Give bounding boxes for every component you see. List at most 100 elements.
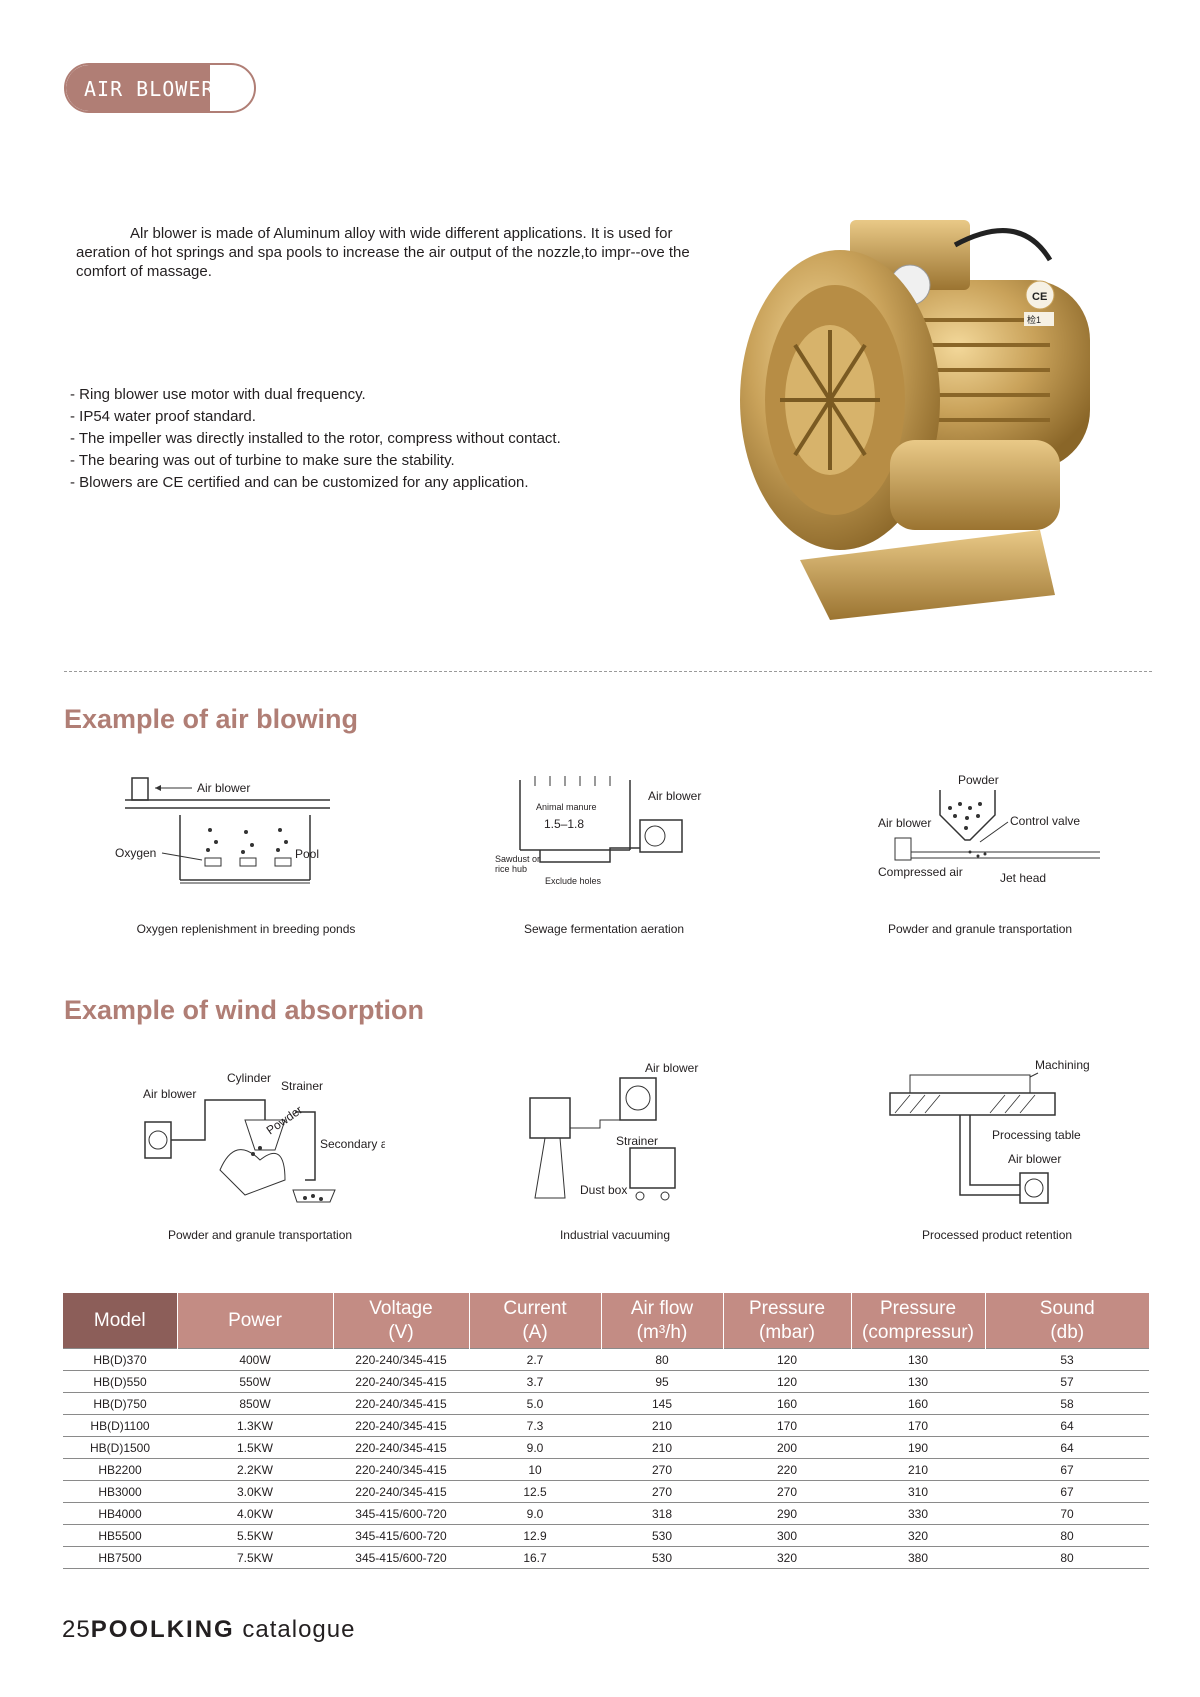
diagram-label: Air blower	[1008, 1152, 1061, 1166]
table-cell: 270	[601, 1480, 723, 1503]
table-cell: 10	[469, 1458, 601, 1481]
diagram-label: Air blower	[143, 1087, 196, 1101]
table-cell: 2.7	[469, 1348, 601, 1371]
table-cell: 120	[723, 1348, 851, 1371]
feature-item: - IP54 water proof standard.	[70, 408, 256, 425]
diagram-label: Control valve	[1010, 814, 1080, 828]
table-cell: 16.7	[469, 1546, 601, 1569]
table-cell: HB(D)370	[63, 1348, 177, 1371]
table-cell: 12.5	[469, 1480, 601, 1503]
col-header-pressure: Pressure(mbar)	[722, 1293, 851, 1349]
table-cell: 7.3	[469, 1414, 601, 1437]
diagram-label: Animal manure	[536, 802, 597, 812]
col-header-air-flow: Air flow(m³/h)	[600, 1293, 723, 1349]
col-header-voltage: Voltage(V)	[332, 1293, 469, 1349]
table-cell: 290	[723, 1502, 851, 1525]
table-cell: 130	[851, 1348, 985, 1371]
table-cell: HB5500	[63, 1524, 177, 1547]
diagram-label: Pool	[295, 847, 319, 861]
table-cell: 345-415/600-720	[333, 1546, 469, 1569]
table-cell: 210	[601, 1436, 723, 1459]
spec-table: Model Power Voltage(V) Current(A) Air fl…	[63, 1293, 1149, 1569]
diagram-label: Dust box	[580, 1183, 627, 1197]
table-cell: HB3000	[63, 1480, 177, 1503]
feature-item: - Blowers are CE certified and can be cu…	[70, 474, 529, 491]
table-cell: 1.5KW	[177, 1436, 333, 1459]
blowing-section-title: Example of air blowing	[64, 704, 359, 734]
table-cell: HB7500	[63, 1546, 177, 1569]
sewage-aeration-diagram: Animal manure 1.5–1.8 Air blower Sawdust…	[495, 776, 701, 886]
col-header-model: Model	[63, 1293, 177, 1349]
col-header-current: Current(A)	[468, 1293, 601, 1349]
table-cell: 67	[985, 1458, 1149, 1481]
table-cell: 120	[723, 1370, 851, 1393]
table-cell: HB(D)1100	[63, 1414, 177, 1437]
diagram-label: Air blower	[648, 789, 701, 803]
footer-suffix: catalogue	[242, 1616, 356, 1643]
diagram-caption: Processed product retention	[921, 1228, 1073, 1242]
table-cell: 3.0KW	[177, 1480, 333, 1503]
diagram-label: Jet head	[1000, 871, 1046, 885]
table-cell: 7.5KW	[177, 1546, 333, 1569]
table-cell: 80	[985, 1524, 1149, 1547]
diagram-label: Powder	[958, 773, 999, 787]
table-cell: 95	[601, 1370, 723, 1393]
diagram-label: Machining	[1035, 1058, 1090, 1072]
diagram-caption: Powder and granule transportation	[167, 1228, 353, 1242]
table-cell: 320	[851, 1524, 985, 1547]
ce-mark: CE	[1032, 291, 1047, 303]
table-cell: 80	[601, 1348, 723, 1371]
page-number: 25	[62, 1616, 91, 1643]
table-cell: 9.0	[469, 1436, 601, 1459]
table-cell: HB(D)1500	[63, 1436, 177, 1459]
diagram-label: Secondary air	[320, 1137, 385, 1151]
diagram-label: Exclude holes	[545, 876, 602, 886]
table-cell: 53	[985, 1348, 1149, 1371]
col-header-power: Power	[176, 1293, 333, 1349]
table-cell: 58	[985, 1392, 1149, 1415]
diagram-caption: Oxygen replenishment in breeding ponds	[136, 922, 356, 936]
table-cell: 220-240/345-415	[333, 1480, 469, 1503]
table-cell: 345-415/600-720	[333, 1524, 469, 1547]
table-cell: 220-240/345-415	[333, 1436, 469, 1459]
air-blower-photo: CE 检1	[740, 220, 1090, 620]
table-cell: 5.0	[469, 1392, 601, 1415]
table-cell: HB4000	[63, 1502, 177, 1525]
product-retention-diagram: Machining Processing table Air blower	[889, 1058, 1090, 1204]
table-cell: 160	[851, 1392, 985, 1415]
table-cell: 345-415/600-720	[333, 1502, 469, 1525]
table-cell: 3.7	[469, 1370, 601, 1393]
table-cell: 220-240/345-415	[333, 1370, 469, 1393]
table-cell: 67	[985, 1480, 1149, 1503]
table-cell: 170	[723, 1414, 851, 1437]
table-cell: 80	[985, 1546, 1149, 1569]
col-header-sound: Sound(db)	[984, 1293, 1149, 1349]
industrial-vacuum-diagram: Air blower Strainer Dust box	[529, 1061, 698, 1201]
table-cell: 5.5KW	[177, 1524, 333, 1547]
diagram-label: Oxygen	[115, 846, 156, 860]
table-cell: 2.2KW	[177, 1458, 333, 1481]
diagram-label: rice hub	[495, 864, 527, 874]
oxygen-pond-diagram: Air blower Oxygen Pool	[115, 777, 330, 884]
feature-item: - Ring blower use motor with dual freque…	[70, 386, 366, 403]
table-cell: 160	[723, 1392, 851, 1415]
table-cell: 190	[851, 1436, 985, 1459]
diagram-label: Air blower	[878, 816, 931, 830]
diagram-label: Cylinder	[227, 1071, 271, 1085]
table-cell: HB(D)550	[63, 1370, 177, 1393]
col-header-pressure-compressor: Pressure(compressur)	[850, 1293, 985, 1349]
diagram-label: Strainer	[281, 1079, 323, 1093]
table-header-row: Model Power Voltage(V) Current(A) Air fl…	[63, 1293, 1149, 1349]
table-cell: 57	[985, 1370, 1149, 1393]
table-cell: 210	[601, 1414, 723, 1437]
diagram-label: Air blower	[645, 1061, 698, 1075]
table-cell: 220-240/345-415	[333, 1392, 469, 1415]
table-cell: 210	[851, 1458, 985, 1481]
page-footer: 25POOLKING catalogue	[62, 1616, 355, 1644]
table-cell: 550W	[177, 1370, 333, 1393]
table-cell: 270	[601, 1458, 723, 1481]
